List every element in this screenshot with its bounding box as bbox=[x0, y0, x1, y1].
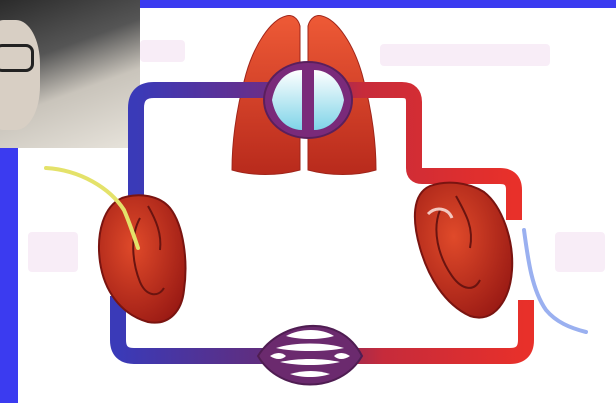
left-heart bbox=[415, 183, 512, 318]
pulmonary-capillary-bed bbox=[264, 62, 352, 138]
systemic-capillary-bed bbox=[258, 326, 362, 385]
